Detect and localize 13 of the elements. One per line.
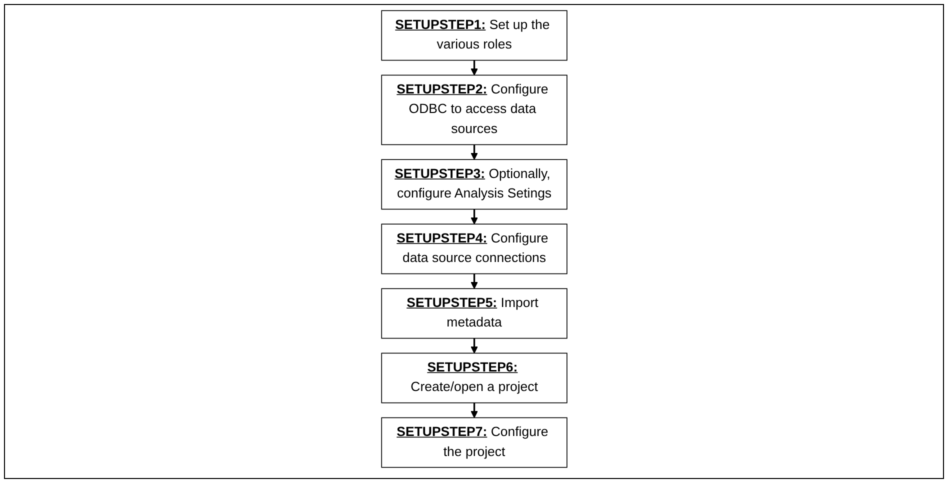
node-box: SETUPSTEP6: Create/open a project [380,352,568,404]
node-box: SETUPSTEP2: Configure ODBC to access data sources [380,74,568,146]
node-box: SETUPSTEP3: Optionally, configure Analysis Setings [380,159,568,210]
arrow [470,274,478,289]
node-box: SETUPSTEP4: Configure data source connections [380,224,568,274]
arrow [470,60,478,76]
node-box: SETUPSTEP5: Import metadata [380,288,568,339]
node-box: SETUPSTEP7: Configure the project [380,417,568,468]
node-box: SETUPSTEP1: Set up the various roles [380,10,568,61]
arrow [470,402,478,418]
arrow [470,338,478,354]
arrow [470,209,478,224]
arrow [470,144,478,160]
